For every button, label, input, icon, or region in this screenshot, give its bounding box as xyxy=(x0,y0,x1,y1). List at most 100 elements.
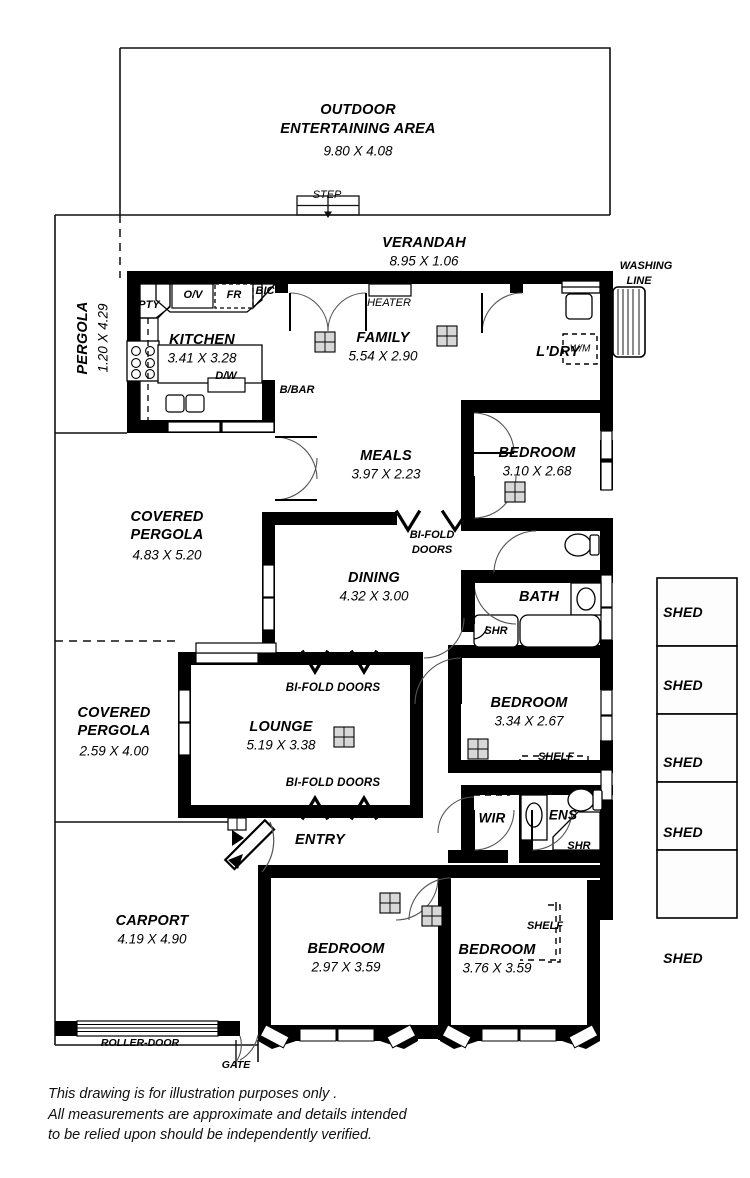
shelf-dashed-lines xyxy=(462,755,589,961)
room-dim-bedroom-se: 3.76 X 3.59 xyxy=(462,960,532,976)
room-label-covered-pergola-1-line2: PERGOLA xyxy=(130,527,204,543)
shed-label-1: SHED xyxy=(663,604,703,620)
shed-label-5: SHED xyxy=(663,950,703,966)
room-label-bath: BATH xyxy=(519,589,559,605)
label-bifold-1: BI-FOLD xyxy=(409,529,455,541)
room-dim-bedroom-sw: 2.97 X 3.59 xyxy=(311,959,381,975)
label-shr-ens: SHR xyxy=(567,840,591,852)
shed-label-3: SHED xyxy=(663,754,703,770)
room-label-meals: MEALS xyxy=(360,448,412,464)
washing-line-strings xyxy=(617,289,640,355)
room-label-outdoor: OUTDOOR xyxy=(320,102,396,118)
kitchen-island xyxy=(157,344,263,384)
label-gate: GATE xyxy=(221,1059,251,1071)
room-label-ldry: L'DRY xyxy=(536,344,580,360)
room-dim-outdoor: 9.80 X 4.08 xyxy=(323,143,393,159)
laundry-trough xyxy=(565,293,593,320)
room-dim-bedroom-north: 3.10 X 2.68 xyxy=(502,463,572,479)
room-dim-covered-pergola-1: 4.83 X 5.20 xyxy=(132,547,202,563)
label-heater: HEATER xyxy=(367,297,411,309)
room-label-verandah: VERANDAH xyxy=(382,235,466,251)
room-dim-kitchen: 3.41 X 3.28 xyxy=(167,350,237,366)
windows xyxy=(167,421,613,801)
vanity-basin-symbol xyxy=(570,582,602,616)
room-label-covered-pergola-2: COVERED xyxy=(77,705,151,721)
ens-shower-symbol xyxy=(552,811,601,851)
room-label-wir: WIR xyxy=(478,810,506,826)
shelf-se-dashed xyxy=(548,904,561,963)
roller-door-symbol xyxy=(55,1020,240,1037)
room-label-pergola-narrow: PERGOLA xyxy=(75,301,91,375)
shed-label-2: SHED xyxy=(663,677,703,693)
label-bifold-lounge-bottom: BI-FOLD DOORS xyxy=(285,777,381,789)
room-label-covered-pergola-1: COVERED xyxy=(130,509,204,525)
label-roller-door: ROLLER-DOOR xyxy=(100,1037,180,1049)
room-dim-carport: 4.19 X 4.90 xyxy=(117,931,187,947)
cooktop-burners xyxy=(131,346,155,379)
label-bifold-2: DOORS xyxy=(411,544,453,556)
room-label-entry: ENTRY xyxy=(295,832,345,848)
disclaimer-text: This drawing is for illustration purpose… xyxy=(48,1086,407,1144)
site-boundary-outline xyxy=(54,214,610,1046)
label-bifold-lounge-top: BI-FOLD DOORS xyxy=(285,682,381,694)
label-shelf-mid: SHELF xyxy=(537,751,575,763)
door-swings xyxy=(239,292,573,1061)
bathtub-symbol xyxy=(519,614,601,648)
label-shr-bath: SHR xyxy=(484,625,508,637)
label-step: STEP xyxy=(312,189,342,201)
oven-symbol xyxy=(171,283,214,309)
label-bbar: B/BAR xyxy=(279,384,315,396)
heater-symbol xyxy=(368,283,412,297)
gate-line xyxy=(235,1035,242,1068)
room-label-bedroom-se: BEDROOM xyxy=(458,942,536,958)
dishwasher-symbol xyxy=(207,377,246,393)
bay-window-right xyxy=(440,1024,600,1049)
washing-machine-symbol xyxy=(562,333,598,365)
room-label-dining: DINING xyxy=(348,570,400,586)
fixture-grid-lines xyxy=(315,326,525,926)
room-label-bedroom-north: BEDROOM xyxy=(498,445,576,461)
bic-symbol xyxy=(252,283,277,310)
label-washing-line-2: LINE xyxy=(626,275,652,287)
room-label-outdoor-line2: ENTERTAINING AREA xyxy=(280,121,436,137)
room-dim-bedroom-mid: 3.34 X 2.67 xyxy=(494,713,564,729)
room-label-family: FAMILY xyxy=(356,330,410,346)
room-dim-covered-pergola-2: 2.59 X 4.00 xyxy=(79,743,149,759)
sheds-group xyxy=(656,577,738,919)
label-pty: PTY xyxy=(138,299,160,311)
room-label-kitchen: KITCHEN xyxy=(169,332,235,348)
outdoor-entertaining-area-outline xyxy=(119,47,611,215)
sink-symbol xyxy=(165,394,205,413)
label-washing-line-1: WASHING xyxy=(619,260,673,272)
room-label-bedroom-mid: BEDROOM xyxy=(490,695,568,711)
pergola-divider-dashed xyxy=(55,215,180,642)
room-dim-lounge: 5.19 X 3.38 xyxy=(246,737,316,753)
room-label-ens: ENS xyxy=(548,807,578,823)
washing-line-symbol xyxy=(612,286,646,358)
label-ov: O/V xyxy=(183,289,203,301)
label-dw: D/W xyxy=(215,370,237,382)
laundry-bench xyxy=(561,280,601,294)
label-shelf-se: SHELF xyxy=(526,920,564,932)
room-label-bedroom-sw: BEDROOM xyxy=(307,941,385,957)
room-dim-pergola-narrow: 1.20 X 4.29 xyxy=(95,303,111,373)
bay-window-left xyxy=(258,1024,418,1049)
toilet-bath-symbol xyxy=(564,533,600,557)
bifold-door-symbols xyxy=(300,509,470,821)
entry-door xyxy=(223,817,276,873)
room-label-covered-pergola-2-line2: PERGOLA xyxy=(77,723,151,739)
room-dim-verandah: 8.95 X 1.06 xyxy=(389,253,459,269)
shed-label-4: SHED xyxy=(663,824,703,840)
room-label-lounge: LOUNGE xyxy=(249,719,313,735)
label-fr: FR xyxy=(226,289,242,301)
fridge-symbol xyxy=(214,283,254,309)
room-dim-dining: 4.32 X 3.00 xyxy=(339,588,409,604)
room-dim-meals: 3.97 X 2.23 xyxy=(351,466,421,482)
ens-basin-symbol xyxy=(520,794,548,841)
label-bic: BIC xyxy=(255,285,275,297)
label-wm: W/M xyxy=(569,343,591,355)
room-label-carport: CARPORT xyxy=(115,913,189,929)
room-dim-family: 5.54 X 2.90 xyxy=(348,348,418,364)
ens-toilet-symbol xyxy=(567,788,603,812)
